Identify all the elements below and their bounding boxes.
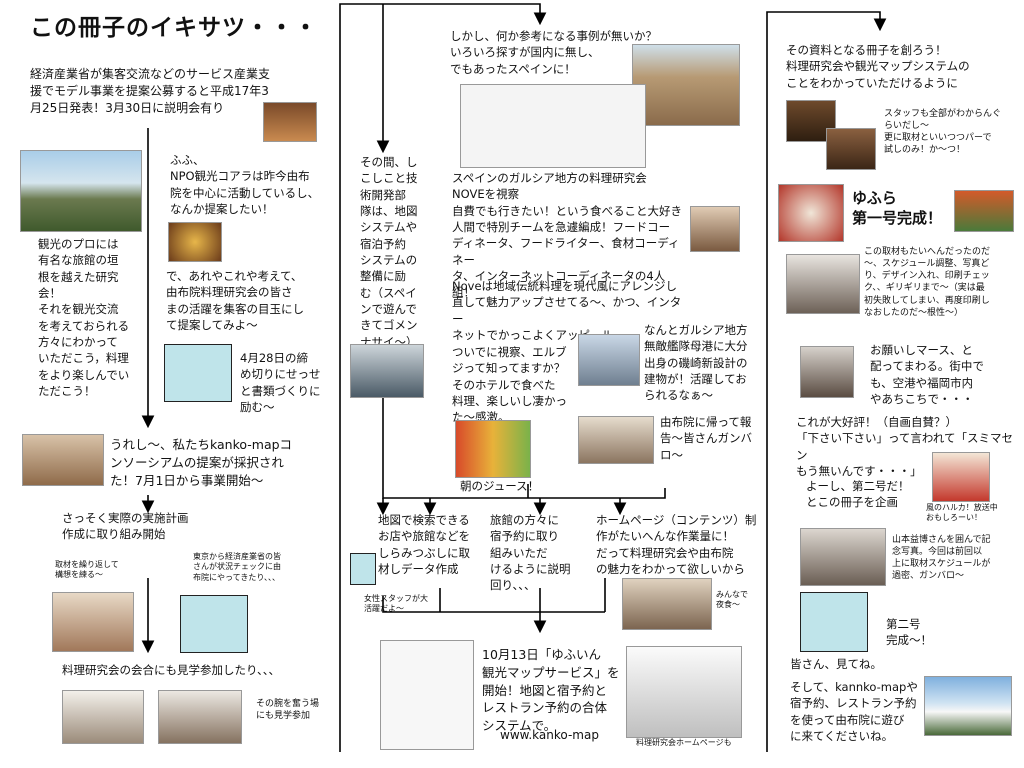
chefs-photo <box>62 690 144 744</box>
nove-description: Noveは地域伝統料理を現代風にアレンジし 直して魅力アップさせてる～、かつ、イ… <box>452 279 682 342</box>
briefing-photo <box>263 102 317 142</box>
map-data-text: 地図で検索できる お店や旅館などを しらみつぶしに取 材しデータ作成 <box>378 513 470 576</box>
night-note: みんなで 夜食～ <box>716 590 748 610</box>
nove-website-screenshot <box>460 84 646 168</box>
visit-note: その腕を奮う場 にも見学参加 <box>256 699 320 722</box>
food-photo <box>168 222 222 262</box>
autumn-photo <box>954 190 1014 232</box>
juice-photo <box>455 420 531 478</box>
wind-note: 風のハルカ！放送中 おもしろーい！ <box>926 503 998 523</box>
intro-text: 経済産業省が集客交流などのサービス産業支 援でモデル事業を提案公募すると平成17… <box>30 67 271 116</box>
snow-mountain-photo <box>924 676 1012 736</box>
yufura-cover <box>778 184 844 242</box>
pro-text: 観光のプロには 有名な旅館の垣 根を越えた研究 会！ それを観光交流 を考えてお… <box>38 237 130 398</box>
map-site-screenshot <box>380 640 474 750</box>
page-title: この冊子のイキサツ・・・ <box>30 15 318 41</box>
photo-placeholder <box>164 344 232 402</box>
visit-text: 料理研究会の会合にも見学参加したり、、、 <box>62 663 281 677</box>
kitchen-photo <box>158 690 242 744</box>
night-snack-photo <box>622 578 712 630</box>
yamamoto-photo <box>800 528 886 586</box>
second-issue-text: よーし、第二号だ！ とこの冊子を企画 <box>806 479 910 510</box>
team-spain-photo <box>690 206 740 252</box>
hotel-text: ついでに視察、エルブ ジって知ってますか？ そのホテルで食べた 料理、楽しいし凄… <box>452 345 567 425</box>
homepage-text: ホームページ（コンテンツ）制 作がたいへんな作業量に！ だって料理研究会や由布院… <box>596 513 757 576</box>
search-text: しかし、何か参考になる事例が無いか？ いろいろ探すが国内に無し、 でもあったスペ… <box>450 29 657 76</box>
koara-text: ふふ、 NPO観光コアラは昨今由布 院を中心に活動しているし、 なんか提案したい… <box>170 153 320 216</box>
yufura-title: ゆふら 第一号完成！ <box>852 189 943 228</box>
site-url[interactable]: www.kanko-map <box>500 728 599 742</box>
distribution-photo <box>800 346 854 398</box>
ryokan-text: 旅館の方々に 宿予約に取り 組みいただ けるように説明 回り、、、 <box>490 513 571 593</box>
photo-placeholder-3 <box>350 553 376 585</box>
team-photo <box>22 434 104 486</box>
museum-text: なんとガルシア地方 無敵艦隊母港に大分 出身の磯崎新設計の 建物が！活躍してお … <box>644 323 748 403</box>
report-text: 由布院に帰って報 告～皆さんガンバ ロ～ <box>660 415 752 462</box>
photo-placeholder-4 <box>800 592 868 652</box>
note-ministry: 東京から経済産業省の皆 さんが状況チェックに由 布院にやってきたり、、、 <box>193 552 281 582</box>
staff-note: 女性スタッフが大 活躍だよ～ <box>364 594 428 614</box>
see-text: 皆さん、見てね。 <box>790 657 882 671</box>
no2-text: 第二号 完成～！ <box>886 617 932 648</box>
popular-text: これが大好評！（自画自賛？） 「下さい下さい」って言われて「スミマセン もう無い… <box>796 415 1014 478</box>
sagrada-familia-photo <box>632 44 740 126</box>
homepage-screenshot <box>626 646 742 738</box>
create-text: その資料となる冊子を創ろう！ 料理研究会や観光マップシステムの ことをわかってい… <box>786 43 970 90</box>
office-photo <box>350 344 424 398</box>
photo-placeholder-2 <box>180 595 248 653</box>
yamamoto-text: 山本益博さんを囲んで記 念写真。今回は前回以 上に取材スケジュールが 過密、ガン… <box>892 535 991 582</box>
homepage-caption: 料理研究会ホームページも <box>636 738 732 747</box>
launch-text: 10月13日「ゆふいん 観光マップサービス」を 開始！地図と宿予約と レストラン… <box>482 647 620 733</box>
start-text: さっそく実際の実施計画 作成に取り組み開始 <box>62 511 189 542</box>
note-interview: 取材を繰り返して 構想を練る～ <box>55 560 119 580</box>
plan-text: で、あれやこれや考えて、 由布院料理研究会の皆さ まの活躍を集客の目玉にし て提… <box>166 269 304 332</box>
bar-photo-2 <box>826 128 876 170</box>
final-text: そして、kannko-mapや 宿予約、レストラン予約 を使って由布院に遊び に… <box>790 680 918 743</box>
distribute-text: お願いしマース、と 配ってまわる。街中で も、空港や福岡市内 やあちこちで・・・ <box>870 343 984 406</box>
juice-caption: 朝のジュース！ <box>460 479 540 493</box>
report-photo <box>578 416 654 464</box>
adopted-text: うれし～、私たちkanko-mapコ ンソーシアムの提案が採択され た！7月1日… <box>110 437 293 488</box>
deadline-text: 4月28日の締 め切りにせっせ と書類づくりに 励む～ <box>240 351 321 414</box>
museum-photo <box>578 334 640 386</box>
production-photo <box>786 254 860 314</box>
mountain-photo <box>20 150 142 232</box>
haruka-photo <box>932 452 990 502</box>
meeting-photo <box>52 592 134 652</box>
meanwhile-text: その間、し こしこと技 術開発部 隊は、地図 システムや 宿泊予約 システムの … <box>360 155 418 349</box>
hard-work-text: この取材もたいへんだったのだ ～、スケジュール調整、写真ど り、デザイン入れ、印… <box>864 247 991 318</box>
staff-text: スタッフも全部がわからんぐ らいだし～ 更に取材といいつつパーで 試しのみ！か～… <box>884 109 1002 156</box>
nove-text: スペインのガルシア地方の料理研究会 NOVEを視察 自費でも行きたい！という食べ… <box>452 171 682 300</box>
